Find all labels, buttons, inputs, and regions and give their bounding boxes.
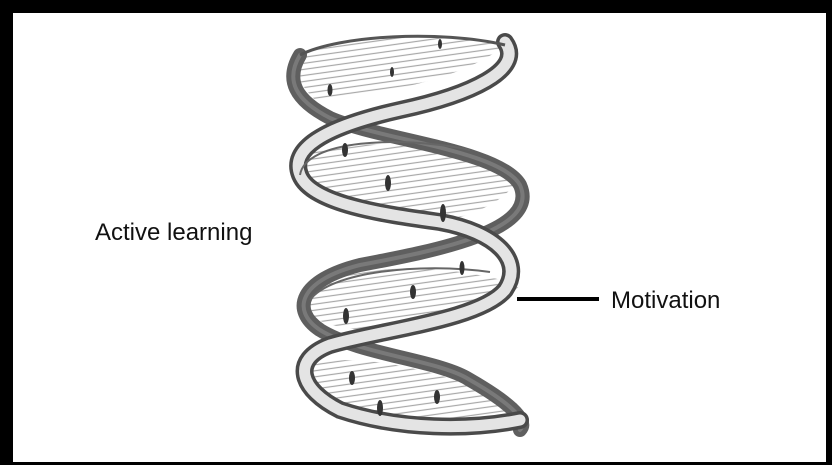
motivation-label: Motivation [611, 289, 720, 313]
active-learning-label: Active learning [95, 221, 252, 245]
motivation-pointer-line [517, 297, 599, 301]
